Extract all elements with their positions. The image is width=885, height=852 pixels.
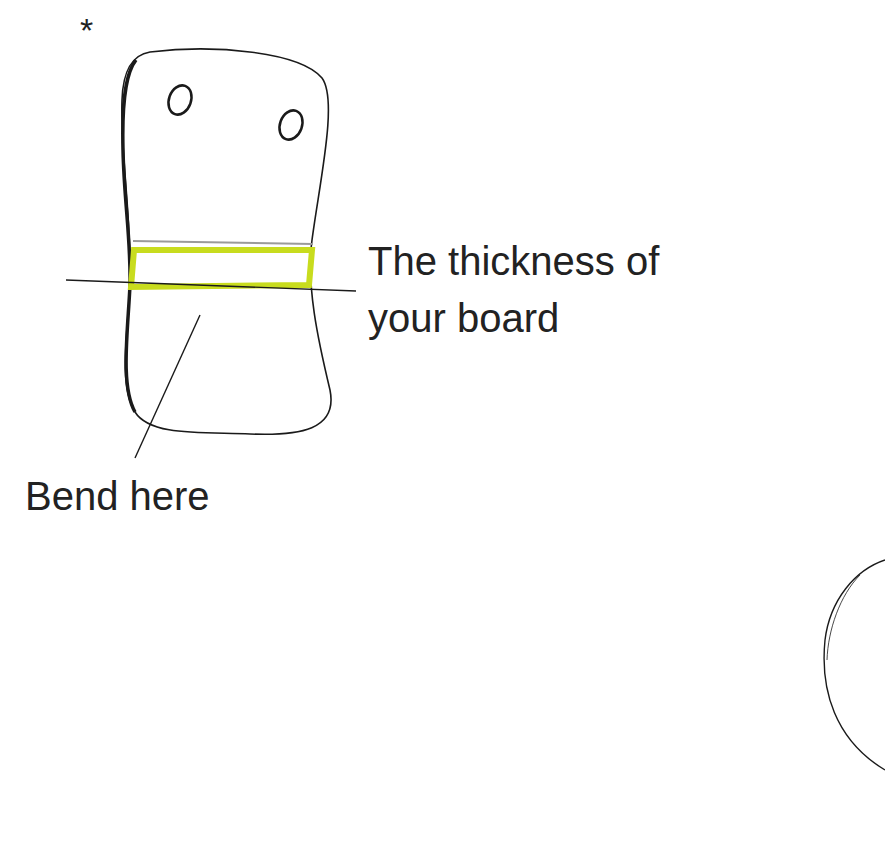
guide-line (133, 241, 313, 244)
tab-outline (122, 49, 331, 434)
board-thickness-band (131, 250, 312, 287)
partial-outline (824, 560, 885, 770)
bend-line (66, 280, 356, 291)
partial-outline (827, 575, 860, 660)
leader-line (135, 315, 200, 458)
asterisk-mark: * (80, 2, 120, 59)
bend-note: Bend here (25, 468, 325, 525)
hole (165, 82, 196, 118)
hole (276, 107, 307, 143)
dimension-note: The thickness of your board (368, 233, 708, 347)
tab-outline-heavy (123, 60, 136, 412)
